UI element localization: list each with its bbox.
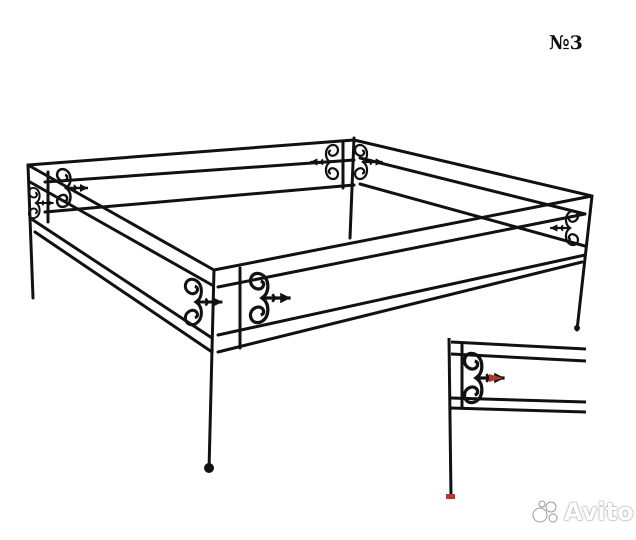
watermark-text: Avito	[564, 498, 634, 526]
avito-watermark: Avito	[532, 498, 634, 526]
foot-icon	[204, 463, 214, 473]
detail-inset	[447, 337, 587, 499]
fence-frame	[26, 136, 594, 472]
accent-tip	[489, 374, 503, 382]
product-number-label: №3	[549, 32, 583, 54]
avito-dots-icon	[532, 500, 558, 523]
